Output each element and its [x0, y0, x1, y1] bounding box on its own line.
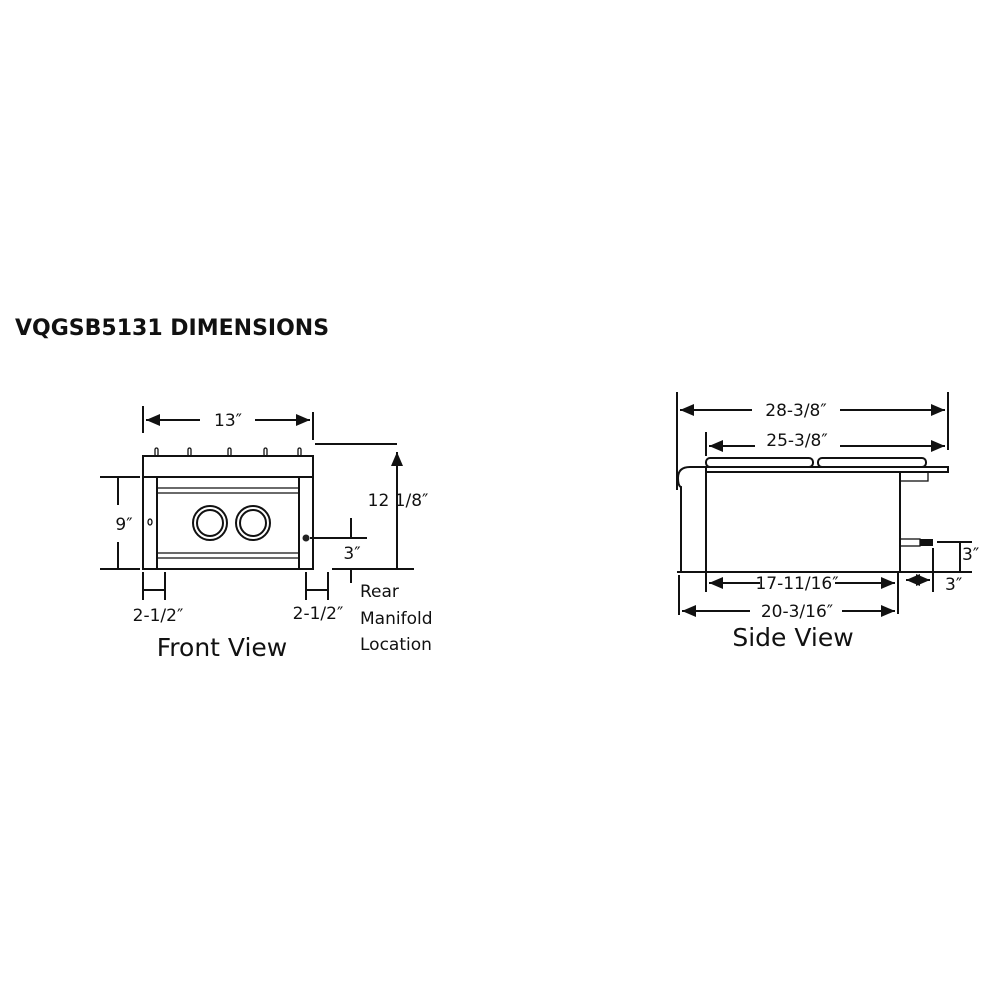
- pipe-length-dimension: 3″: [906, 548, 962, 595]
- svg-text:Manifold: Manifold: [360, 609, 432, 629]
- front-width-dimension: 13″: [142, 406, 314, 440]
- total-depth-dimension: 20-3/16″: [678, 575, 895, 622]
- svg-text:13″: 13″: [214, 411, 242, 431]
- right-post-dimension: 2-1/2″: [293, 572, 344, 624]
- svg-text:28-3/8″: 28-3/8″: [765, 401, 826, 421]
- manifold-height-dimension: 3″: [310, 518, 367, 583]
- front-height-dimension: 9″: [100, 476, 140, 570]
- left-post-dimension: 2-1/2″: [133, 572, 184, 626]
- svg-text:12 1/8″: 12 1/8″: [368, 491, 429, 511]
- manifold-dot: [302, 534, 310, 542]
- svg-text:3″: 3″: [343, 544, 360, 564]
- burner-unit-front: [142, 447, 314, 570]
- overall-depth-dimension: 28-3/8″: [676, 392, 949, 490]
- svg-text:Location: Location: [360, 635, 432, 655]
- gas-inlet: [920, 539, 933, 546]
- burner-unit-side: [676, 457, 972, 573]
- svg-text:25-3/8″: 25-3/8″: [766, 431, 827, 451]
- pipe-height-dimension: 3″: [937, 541, 979, 572]
- svg-text:2-1/2″: 2-1/2″: [293, 604, 344, 624]
- svg-text:3″: 3″: [962, 545, 979, 565]
- svg-text:3″: 3″: [945, 575, 962, 595]
- svg-text:2-1/2″: 2-1/2″: [133, 606, 184, 626]
- diagram-title: VQGSB5131 DIMENSIONS: [15, 316, 329, 341]
- front-view: 13″: [100, 406, 432, 662]
- top-depth-dimension: 25-3/8″: [705, 431, 945, 456]
- svg-text:17-11/16″: 17-11/16″: [755, 574, 838, 594]
- knob-icon: [235, 505, 271, 541]
- side-view-label: Side View: [732, 623, 853, 652]
- side-view: 28-3/8″ 25-3/8″ 3″ 3″: [676, 392, 979, 652]
- overall-height-dimension: 12 1/8″: [315, 443, 429, 570]
- manifold-note: Rear Manifold Location: [360, 582, 432, 655]
- front-view-label: Front View: [157, 633, 288, 662]
- svg-text:20-3/16″: 20-3/16″: [761, 602, 833, 622]
- body-depth-dimension: 17-11/16″: [705, 572, 899, 614]
- svg-text:9″: 9″: [115, 515, 132, 535]
- svg-text:Rear: Rear: [360, 582, 399, 602]
- knob-icon: [192, 505, 228, 541]
